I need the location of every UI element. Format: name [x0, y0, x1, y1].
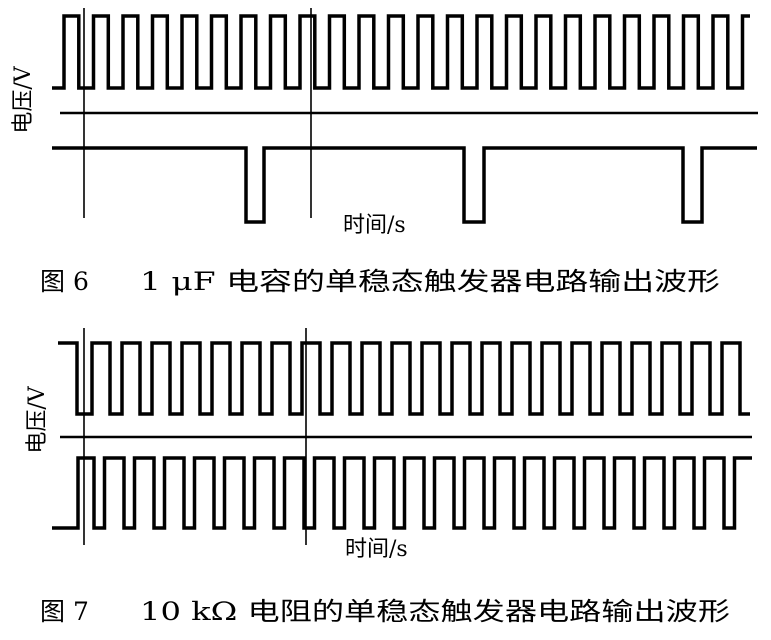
figure-6: 电压/V 时间/s 图 6 1 μF 电容的单稳态触发器电路输出波形 [11, 8, 758, 296]
fig6-caption-number: 图 6 [40, 267, 89, 296]
fig6-y-axis-label: 电压/V [11, 65, 36, 133]
fig7-caption-text: 10 kΩ 电阻的单稳态触发器电路输出波形 [140, 597, 730, 626]
fig7-trigger-waveform [58, 341, 750, 416]
fig6-trigger-waveform [52, 14, 750, 90]
fig7-y-axis-label: 电压/V [25, 385, 50, 453]
fig7-caption-number: 图 7 [40, 597, 89, 626]
figure-7: 电压/V 时间/s 图 7 10 kΩ 电阻的单稳态触发器电路输出波形 [25, 328, 752, 626]
fig7-output-waveform [52, 456, 752, 530]
fig6-caption-text: 1 μF 电容的单稳态触发器电路输出波形 [140, 267, 720, 296]
fig6-x-axis-label: 时间/s [343, 213, 406, 238]
fig7-x-axis-label: 时间/s [345, 537, 408, 562]
fig6-output-waveform [52, 146, 757, 224]
